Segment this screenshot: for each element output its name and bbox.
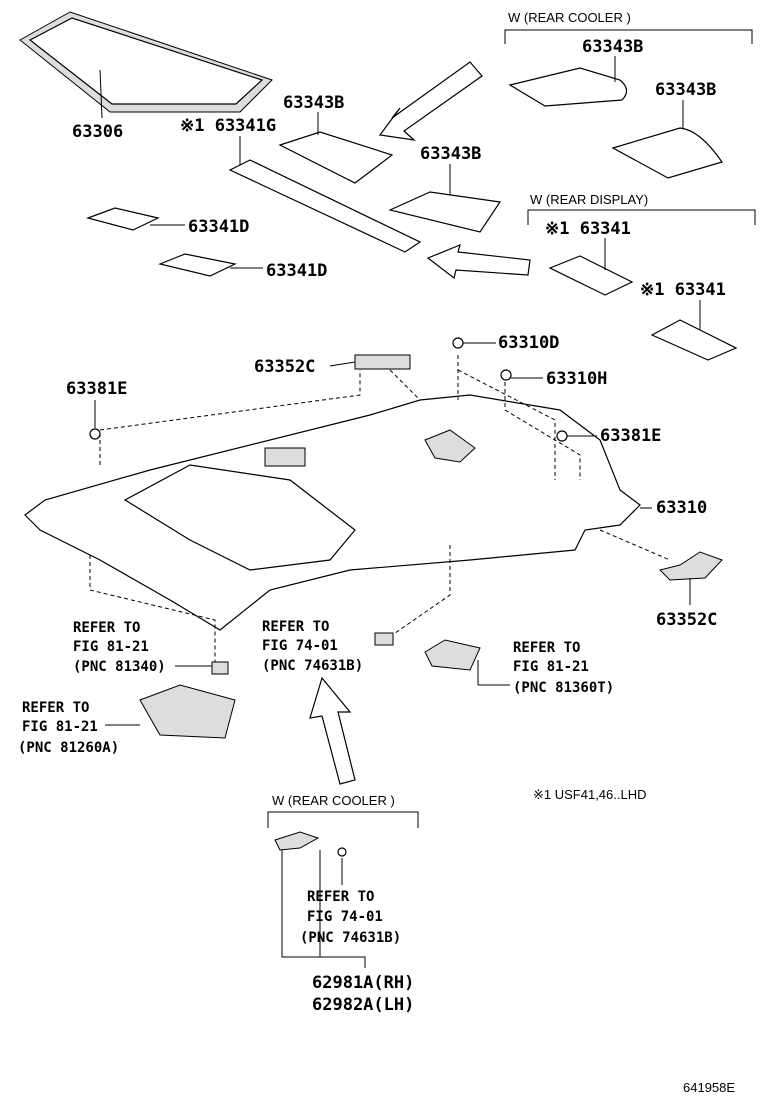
dash-line [89, 555, 216, 668]
part-number[interactable]: 63381E [600, 426, 661, 446]
ref-line: REFER TO [513, 640, 580, 656]
part-number[interactable]: 63381E [66, 379, 127, 399]
dash-line [389, 369, 421, 401]
leader-63352C-a [329, 361, 356, 367]
lamp-81340 [211, 661, 229, 675]
lamp-81360T [424, 639, 481, 671]
console-mount [424, 429, 476, 463]
part-number[interactable]: 63343B [420, 144, 481, 164]
group-label-rear-display: W (REAR DISPLAY) [530, 192, 648, 207]
ref-line: FIG 74-01 [262, 638, 338, 654]
reference-81260A[interactable]: REFER TO FIG 81-21 (PNC 81260A) [18, 700, 119, 756]
ref-line: FIG 81-21 [22, 719, 98, 735]
pad-63352C-a [354, 354, 411, 370]
ref-line: FIG 81-21 [73, 639, 149, 655]
strip-63341G [228, 159, 422, 253]
part-number[interactable]: ※1 63341 [640, 280, 726, 300]
dash-line [99, 370, 361, 465]
footnote: ※1 USF41,46..LHD [533, 787, 647, 802]
rear-cooler-bottom-bracket [267, 811, 419, 828]
part-number[interactable]: ※1 63341 [545, 219, 631, 239]
ref-line: (PNC 81260A) [18, 740, 119, 756]
leader-62981A [281, 850, 366, 968]
part-number[interactable]: 63352C [656, 610, 717, 630]
pad-63343B-b [611, 127, 723, 179]
part-number[interactable]: 63341D [188, 217, 249, 237]
part-number[interactable]: 63310D [498, 333, 559, 353]
clip-74631B [337, 847, 347, 857]
ref-line: REFER TO [22, 700, 89, 716]
figure-id: 641958E [683, 1080, 735, 1095]
clip-63310D [452, 337, 464, 349]
pad-63341D-b [158, 253, 237, 277]
arrow-icon [309, 676, 356, 785]
reference-81360T[interactable]: REFER TO FIG 81-21 (PNC 81360T) [513, 640, 614, 696]
ref-line: FIG 74-01 [307, 909, 383, 925]
ref-line: REFER TO [307, 889, 374, 905]
part-number[interactable]: 62981A(RH) [312, 973, 414, 993]
pad-63341-b [650, 319, 738, 361]
part-number[interactable]: 62982A(LH) [312, 995, 414, 1015]
dash-line [384, 545, 451, 641]
rear-cooler-bracket [504, 29, 753, 44]
pad-63352C-b [659, 551, 723, 581]
group-label-rear-cooler-bottom: W (REAR COOLER ) [272, 793, 395, 808]
part-number[interactable]: 63310H [546, 369, 607, 389]
reference-74631B-bottom[interactable]: REFER TO FIG 74-01 (PNC 74631B) [300, 889, 401, 946]
ref-line: REFER TO [262, 619, 329, 635]
pad-63341-a [548, 255, 634, 296]
pad-63341D-a [86, 207, 160, 231]
roof-cutout [264, 447, 306, 467]
clip-63310H [500, 369, 512, 381]
ref-line: (PNC 74631B) [300, 930, 401, 946]
pad-63343B-a [508, 67, 628, 107]
arrow-icon [426, 243, 531, 280]
ref-line: (PNC 81340) [73, 659, 166, 675]
reference-74631B[interactable]: REFER TO FIG 74-01 (PNC 74631B) [262, 619, 363, 674]
ref-line: REFER TO [73, 620, 140, 636]
vent-62981A [274, 831, 320, 851]
sunshade-inner [28, 17, 264, 105]
clip-63381E-a [89, 428, 101, 440]
console-81260A [139, 684, 236, 739]
switch-74631B [374, 632, 394, 646]
ref-line: (PNC 81360T) [513, 680, 614, 696]
leader-63306 [99, 69, 103, 119]
pad-63343B-d [388, 191, 502, 233]
part-number[interactable]: 63343B [283, 93, 344, 113]
part-number[interactable]: 63310 [656, 498, 707, 518]
dash-line [457, 355, 581, 480]
part-number[interactable]: 63352C [254, 357, 315, 377]
dash-line [599, 529, 671, 561]
rear-display-bracket [527, 209, 756, 225]
group-label-rear-cooler: W (REAR COOLER ) [508, 10, 631, 25]
clip-63381E-b [556, 430, 568, 442]
reference-81340[interactable]: REFER TO FIG 81-21 (PNC 81340) [73, 620, 166, 675]
part-number[interactable]: 63343B [582, 37, 643, 57]
part-number[interactable]: ※1 63341G [180, 116, 276, 136]
ref-line: (PNC 74631B) [262, 658, 363, 674]
part-number[interactable]: 63341D [266, 261, 327, 281]
ref-line: FIG 81-21 [513, 659, 589, 675]
arrow-icon [378, 61, 483, 141]
part-number[interactable]: 63306 [72, 122, 123, 142]
sunroof-opening [123, 464, 356, 571]
part-number[interactable]: 63343B [655, 80, 716, 100]
pad-63343B-c [278, 131, 394, 184]
